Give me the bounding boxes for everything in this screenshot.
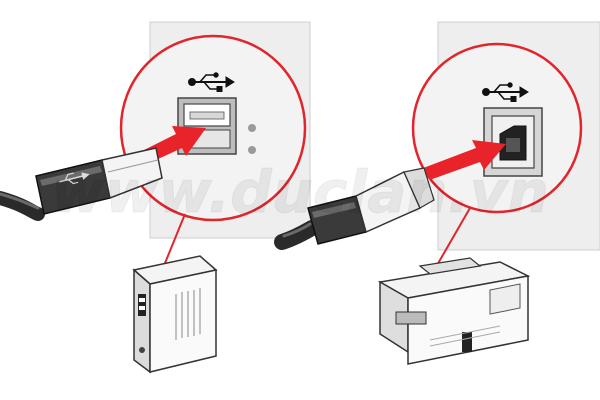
printer-power-switch [462, 332, 472, 352]
insert-arrow-right [418, 140, 506, 182]
indicator-led-bottom [248, 146, 256, 154]
usb-icon-right [482, 82, 529, 102]
usb-icon [188, 72, 235, 92]
indicator-led-top [248, 124, 256, 132]
callout-computer-port [119, 34, 307, 222]
printer-rear-port [395, 311, 427, 325]
printer-icon [377, 257, 531, 365]
usb-a-cable [0, 147, 163, 221]
callout-printer-port [411, 42, 583, 214]
tower-front-ports [138, 294, 146, 316]
computer-tower-icon [132, 255, 218, 374]
usb-a-port [177, 97, 237, 155]
usb-icon-cable-left [59, 172, 90, 185]
usb-b-port [483, 107, 543, 177]
usb-b-cable [274, 167, 435, 250]
tower-vents [175, 288, 201, 340]
